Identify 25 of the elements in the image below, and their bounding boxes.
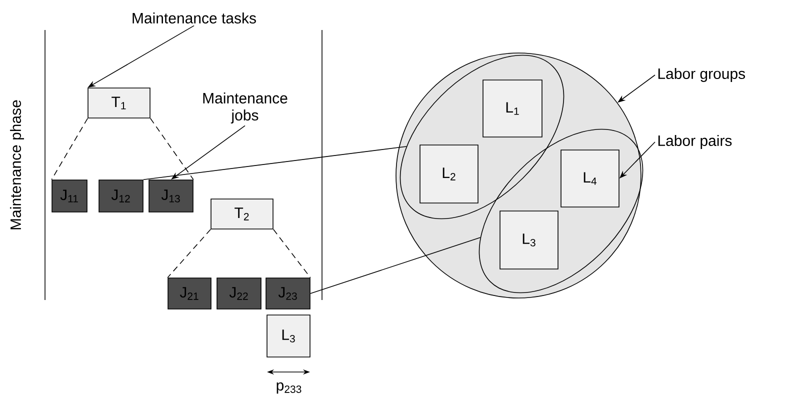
- callout-text: Labor pairs: [658, 135, 732, 149]
- dashed-line: [273, 229, 311, 278]
- job-box: J$_{12}$: [98, 180, 144, 212]
- callout-text: Labor groups: [658, 68, 746, 82]
- callout-text: Maintenance jobs: [203, 92, 288, 124]
- connector-line: [310, 237, 481, 294]
- dashed-line: [51, 118, 88, 180]
- task-box: T$_{2}$: [210, 198, 274, 230]
- labor-box: L$_{3}$: [266, 314, 310, 358]
- dashed-line: [167, 229, 212, 278]
- labor-box: L$_{2}$: [420, 144, 478, 204]
- labor-box: L$_{4}$: [560, 150, 620, 208]
- connector-line: [143, 146, 407, 180]
- job-box: J$_{21}$: [168, 278, 212, 310]
- job-box: J$_{13}$: [148, 180, 194, 212]
- labor-box: L$_{3}$: [500, 210, 558, 270]
- dimension-label: p$_{233}$: [276, 382, 302, 394]
- callout-text: Maintenance tasks: [132, 12, 256, 24]
- task-box: T$_{1}$: [88, 88, 150, 118]
- job-box: J$_{23}$: [266, 278, 310, 310]
- job-box: J$_{11}$: [52, 180, 88, 212]
- dashed-line: [150, 118, 194, 180]
- axis-label: Maintenance phase: [10, 100, 24, 230]
- labor-box: L$_{1}$: [482, 80, 542, 138]
- job-box: J$_{22}$: [216, 278, 262, 310]
